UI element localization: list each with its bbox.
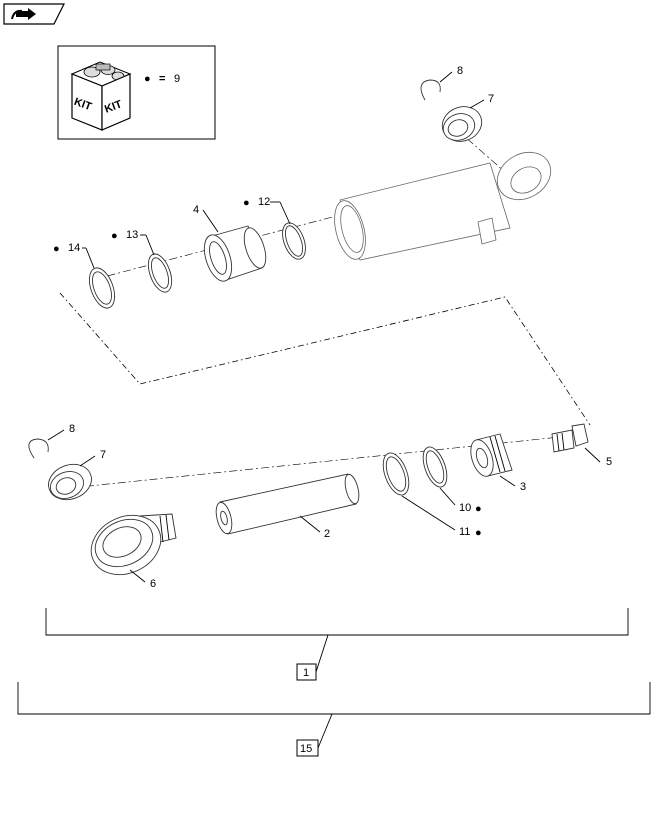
assembly-route-line (59, 292, 591, 426)
callout-2: 2 (324, 528, 330, 540)
callout-11: 11 (459, 526, 470, 538)
callout-10: 10 (459, 502, 471, 514)
callout-7-bottom: 7 (100, 449, 106, 461)
part-8-top-snap-ring (420, 79, 441, 101)
part-6-rod-eye (90, 513, 177, 576)
part-2-rod (215, 473, 360, 535)
part-12-o-ring (282, 222, 306, 260)
callout-5: 5 (606, 456, 612, 468)
kit-marker-10: ● (475, 503, 482, 515)
part-10-ring (422, 446, 448, 488)
kit-legend-ref: 9 (174, 73, 180, 85)
part-14-ring (88, 267, 116, 309)
part-7-top-seal (441, 106, 483, 142)
callout-8-bottom: 8 (69, 423, 75, 435)
kit-marker-14: ● (53, 243, 60, 255)
callout-4: 4 (193, 204, 199, 216)
bracket-assembly-15: 15 (17, 682, 651, 757)
kit-box-icon (70, 61, 132, 131)
callout-13: 13 (126, 229, 138, 241)
callout-14: 14 (68, 242, 80, 254)
forward-arrow-icon (11, 8, 36, 20)
part-5-bolt (551, 423, 589, 453)
part-7-bottom-seal (48, 463, 92, 501)
kit-label-left: KIT (72, 96, 93, 113)
callout-12: 12 (258, 196, 270, 208)
kit-legend-equals: = (159, 73, 165, 85)
callout-1: 1 (303, 667, 309, 679)
kit-marker-12: ● (243, 197, 250, 209)
cylinder-barrel (334, 151, 552, 261)
part-8-bottom-snap-ring (28, 438, 49, 459)
callout-3: 3 (520, 481, 526, 493)
part-13-ring (147, 253, 173, 293)
kit-marker-11: ● (475, 527, 482, 539)
part-3-piston (470, 433, 513, 477)
part-4-gland (203, 225, 267, 282)
bracket-assembly-1: 1 (45, 608, 629, 681)
callout-15: 15 (300, 743, 312, 755)
kit-label-right: KIT (103, 98, 124, 115)
callout-7-top: 7 (488, 93, 494, 105)
callout-8-top: 8 (457, 65, 463, 77)
kit-legend-dot: ● (144, 73, 151, 85)
callout-6: 6 (150, 578, 156, 590)
part-11-o-ring (382, 452, 410, 496)
kit-marker-13: ● (111, 230, 118, 242)
kit-legend-box: KIT KIT ● = 9 (57, 45, 216, 140)
nav-tab[interactable] (3, 3, 65, 25)
